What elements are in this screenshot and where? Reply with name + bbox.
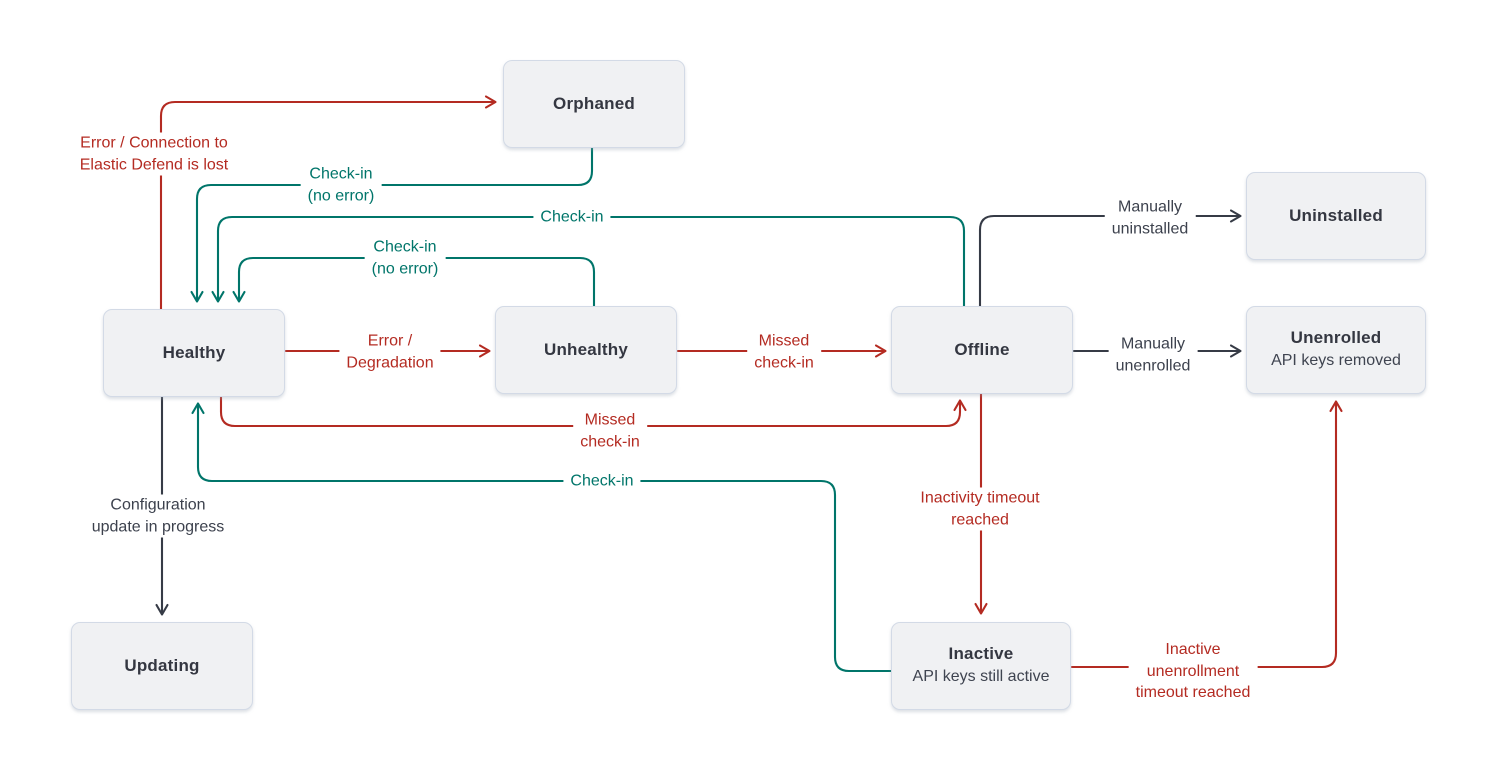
node-orphaned-title: Orphaned <box>553 94 635 113</box>
edge-label-healthy-updating: Configuration update in progress <box>84 494 232 538</box>
edge-label-unhealthy-healthy: Check-in (no error) <box>364 236 446 280</box>
edge-label-offline-healthy: Check-in <box>533 206 611 228</box>
node-offline-title: Offline <box>954 340 1010 359</box>
node-inactive: Inactive API keys still active <box>891 622 1071 710</box>
node-inactive-subtitle: API keys still active <box>912 668 1050 685</box>
edge-label-offline-unenrolled: Manually unenrolled <box>1108 333 1198 377</box>
edge-orphaned-healthy <box>190 146 594 303</box>
edge-offline-uninstalled <box>978 209 1242 308</box>
node-inactive-title: Inactive <box>948 644 1014 663</box>
edge-label-offline-inactive: Inactivity timeout reached <box>913 487 1047 531</box>
node-unenrolled-subtitle: API keys removed <box>1271 352 1401 369</box>
node-uninstalled-title: Uninstalled <box>1289 206 1383 225</box>
node-unenrolled-title: Unenrolled <box>1290 328 1382 347</box>
node-orphaned: Orphaned <box>503 60 685 148</box>
edge-label-unhealthy-offline: Missed check-in <box>747 330 821 374</box>
edge-inactive-healthy <box>191 402 893 673</box>
node-uninstalled: Uninstalled <box>1246 172 1426 260</box>
edge-label-inactive-unenrolled: Inactive unenrollment timeout reached <box>1128 638 1258 704</box>
edge-label-healthy-unhealthy: Error / Degradation <box>339 330 441 374</box>
edge-label-orphaned-healthy: Check-in (no error) <box>300 163 382 207</box>
edge-label-inactive-healthy: Check-in <box>563 470 641 492</box>
edge-label-offline-uninstalled: Manually uninstalled <box>1104 196 1196 240</box>
node-updating-title: Updating <box>124 656 200 675</box>
node-unhealthy-title: Unhealthy <box>544 340 628 359</box>
edge-label-healthy-offline: Missed check-in <box>573 409 647 453</box>
node-unenrolled: Unenrolled API keys removed <box>1246 306 1426 394</box>
edge-healthy-orphaned <box>159 95 497 311</box>
node-updating: Updating <box>71 622 253 710</box>
node-healthy-title: Healthy <box>162 343 226 362</box>
node-unhealthy: Unhealthy <box>495 306 677 394</box>
edge-inactive-unenrolled <box>1070 400 1343 669</box>
node-offline: Offline <box>891 306 1073 394</box>
node-healthy: Healthy <box>103 309 285 397</box>
edge-label-healthy-orphaned: Error / Connection to Elastic Defend is … <box>72 132 236 176</box>
